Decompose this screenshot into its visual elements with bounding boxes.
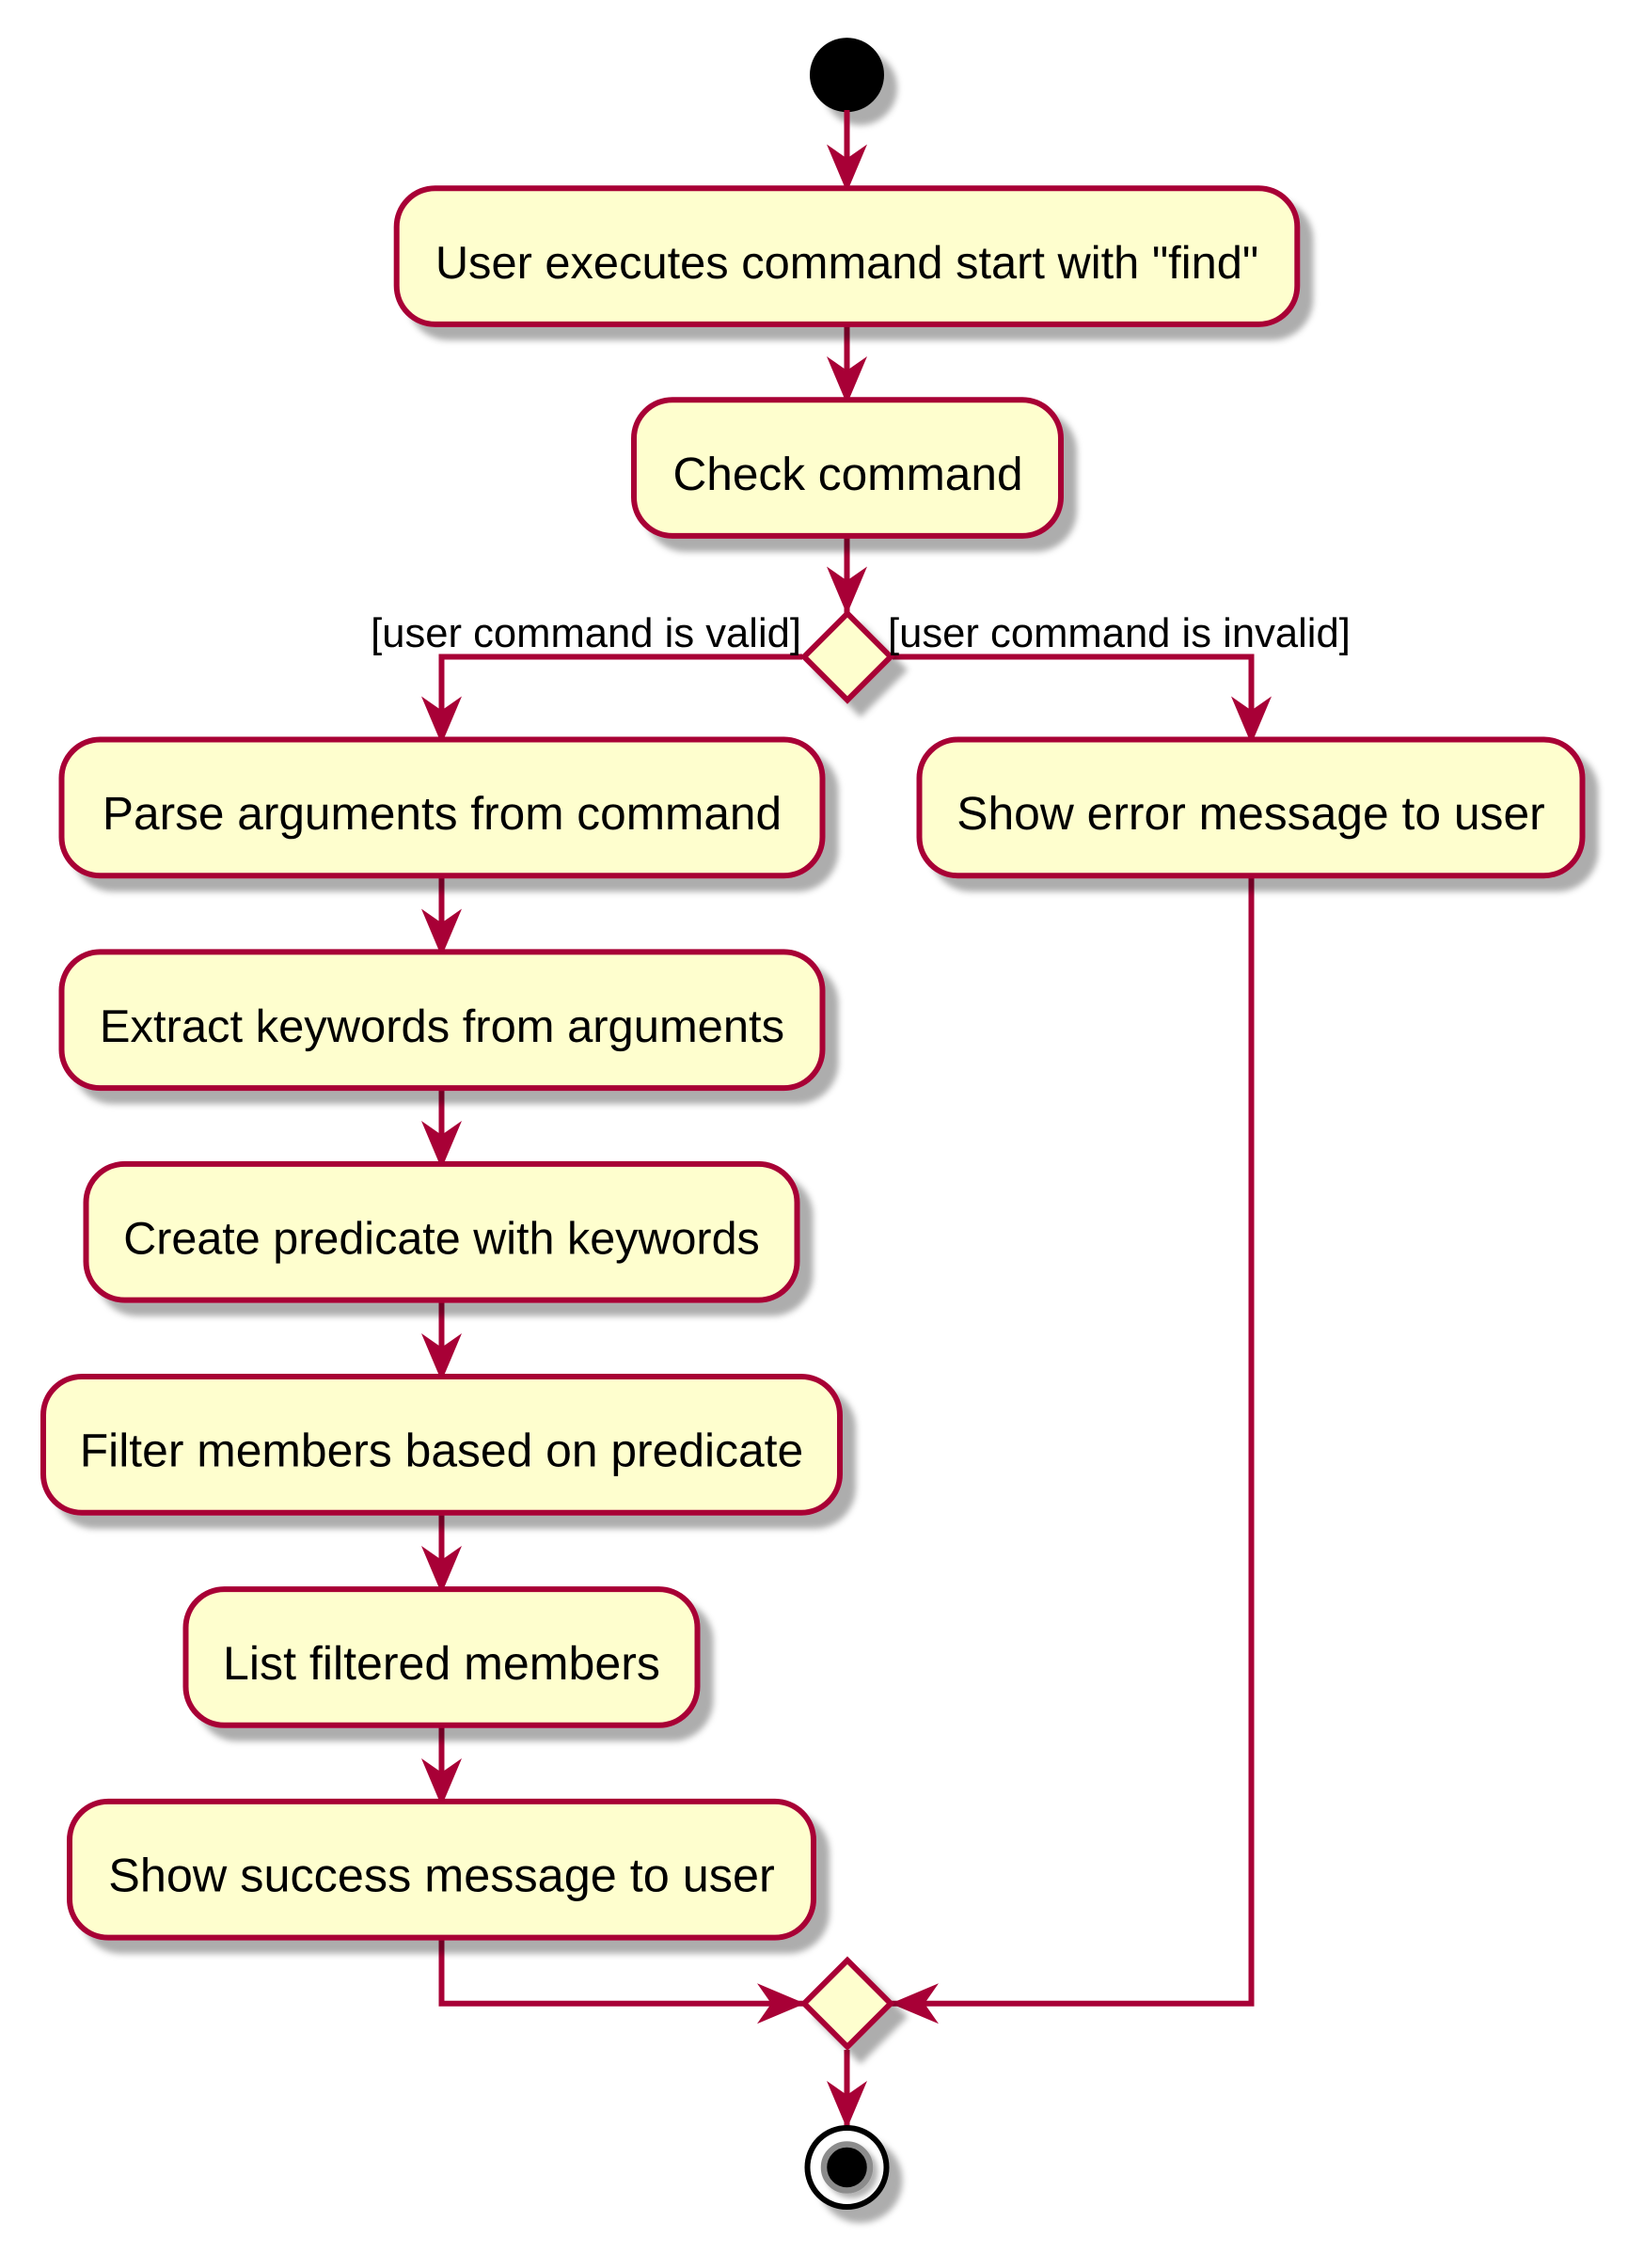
svg-text:User executes command start wi: User executes command start with "find" xyxy=(435,238,1258,289)
svg-text:Extract keywords from argument: Extract keywords from arguments xyxy=(100,1001,784,1052)
svg-text:[user command is invalid]: [user command is invalid] xyxy=(888,611,1351,656)
svg-text:Filter members based on predic: Filter members based on predicate xyxy=(80,1425,803,1477)
svg-text:Parse arguments from command: Parse arguments from command xyxy=(103,787,782,840)
svg-text:Show error message to user: Show error message to user xyxy=(956,787,1545,840)
svg-text:Check command: Check command xyxy=(672,448,1022,500)
svg-text:Create predicate with keywords: Create predicate with keywords xyxy=(123,1214,760,1265)
svg-text:List filtered members: List filtered members xyxy=(223,1637,660,1690)
svg-text:Show success message to user: Show success message to user xyxy=(108,1849,775,1902)
svg-text:[user command is valid]: [user command is valid] xyxy=(371,611,801,656)
